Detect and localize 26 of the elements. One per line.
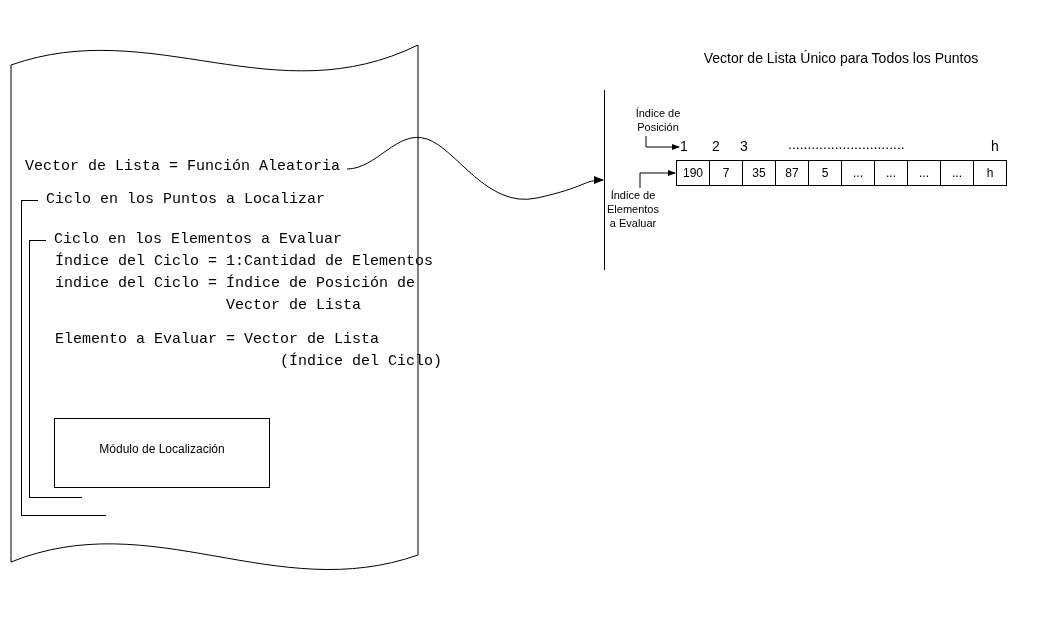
index-label: Índice de Posición: [628, 106, 688, 136]
position-number: 3: [740, 138, 748, 154]
array-cell: h: [974, 161, 1007, 185]
array-cell: 5: [809, 161, 842, 185]
array-cell: ...: [875, 161, 908, 185]
title: Vector de Lista Único para Todos los Puntos: [702, 50, 980, 66]
code-line: índice del Ciclo = Índice de Posición de Vector de Lista: [55, 273, 417, 316]
array-cell: ...: [941, 161, 974, 185]
array-cell: 7: [710, 161, 743, 185]
array-cell: 35: [743, 161, 776, 185]
leader-arrow: [639, 170, 676, 189]
leader-arrow: [645, 135, 680, 150]
array-cell: 190: [677, 161, 710, 185]
array-cell: ...: [908, 161, 941, 185]
curved-arrow: [346, 137, 604, 200]
code-line: Índice del Ciclo = 1:Cantidad de Elementos: [55, 251, 434, 272]
module-box: Módulo de Localización: [54, 418, 270, 488]
array-cell: ...: [842, 161, 875, 185]
array-cell: 87: [776, 161, 809, 185]
index-label: Índice de Elementos a Evaluar: [606, 188, 660, 232]
position-number: 1: [680, 138, 692, 156]
position-number: h: [991, 138, 999, 154]
position-number: 2: [712, 138, 720, 154]
ellipsis-dots: ..............................: [788, 136, 905, 152]
code-line: Elemento a Evaluar = Vector de Lista (Índice del Ciclo): [55, 330, 443, 372]
assignment-text: Vector de Lista = Función Aleatoria: [25, 156, 343, 178]
